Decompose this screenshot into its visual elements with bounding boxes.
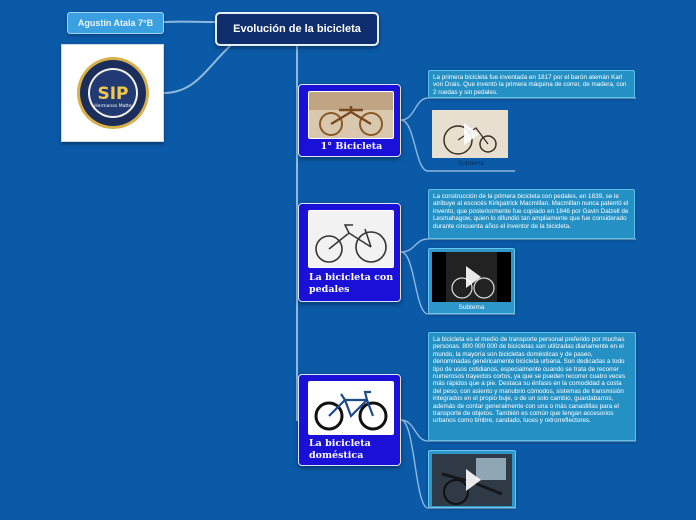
note-text: La primera bicicleta fue inventada en 18… <box>433 74 627 96</box>
video-pedal-bicycle[interactable]: Subtema <box>428 248 515 314</box>
play-icon[interactable] <box>464 123 479 145</box>
logo-subtext: Hermanos Matte <box>94 103 132 109</box>
note-text: La bicicleta es el medio de transporte p… <box>433 336 626 425</box>
topic-label: 1° Bicicleta <box>320 141 383 152</box>
topic-first-bicycle[interactable]: 1° Bicicleta <box>298 84 401 157</box>
pedal-bicycle-icon <box>308 210 394 268</box>
topic-domestic-bicycle[interactable]: La bicicleta doméstica <box>298 374 401 466</box>
mountain-bike-icon <box>308 381 394 435</box>
root-topic[interactable]: Evolución de la bicicleta <box>215 12 379 46</box>
topic-label: La bicicleta doméstica <box>309 438 371 461</box>
video-thumbnail <box>432 454 512 506</box>
school-logo-image: SIP Hermanos Matte <box>76 57 149 129</box>
note-domestic-bicycle[interactable]: La bicicleta es el medio de transporte p… <box>428 332 636 441</box>
video-thumbnail <box>432 252 511 302</box>
play-icon[interactable] <box>466 469 481 491</box>
note-pedal-bicycle[interactable]: La construcción de la primera bicicleta … <box>428 189 635 239</box>
play-icon[interactable] <box>465 266 481 288</box>
author-label: Agustín Atala 7°B <box>77 18 154 28</box>
root-topic-label: Evolución de la bicicleta <box>233 23 361 35</box>
note-text: La construcción de la primera bicicleta … <box>433 193 629 230</box>
wooden-bicycle-icon <box>308 91 394 139</box>
author-node[interactable]: Agustín Atala 7°B <box>67 12 164 34</box>
video-caption: Subtema <box>458 304 485 311</box>
note-first-bicycle[interactable]: La primera bicicleta fue inventada en 18… <box>428 70 635 98</box>
video-thumbnail <box>432 110 508 158</box>
video-first-bicycle[interactable]: Subtema <box>428 106 514 171</box>
video-caption: Subtema <box>457 160 485 167</box>
topic-pedal-bicycle[interactable]: La bicicleta con pedales <box>298 203 401 302</box>
school-logo-node[interactable]: SIP Hermanos Matte <box>61 44 164 142</box>
logo-text: SIP <box>97 84 128 104</box>
topic-label: La bicicleta con pedales <box>309 272 394 295</box>
video-domestic-bicycle[interactable] <box>428 450 516 508</box>
